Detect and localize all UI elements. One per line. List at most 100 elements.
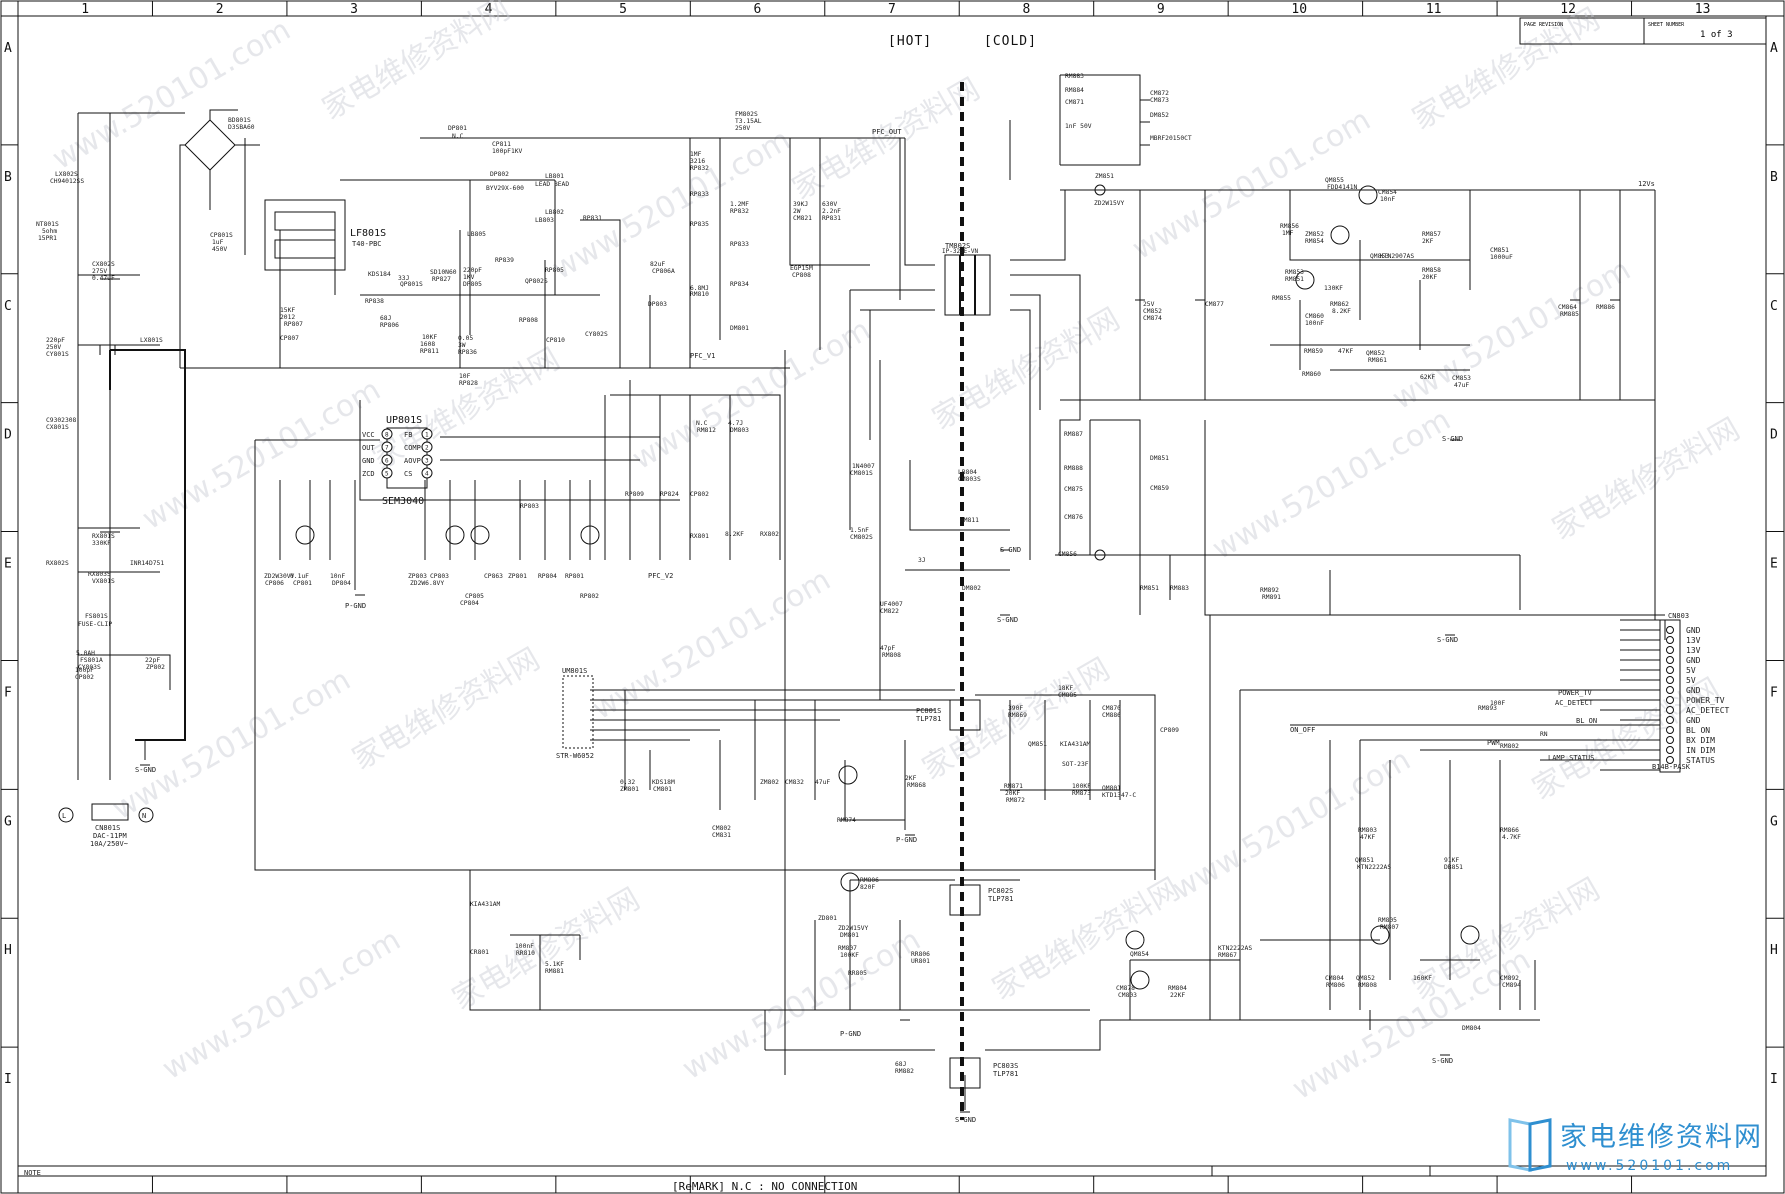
signal-bl-on: BL_ON	[1576, 717, 1597, 725]
watermark-text: www.520101.com	[1207, 402, 1457, 567]
component-ref-label: CM832	[785, 779, 804, 786]
signal-power-tv: POWER_TV	[1558, 689, 1593, 697]
component-ref-label: RM857	[1422, 231, 1441, 238]
ruler-col-label: 4	[485, 2, 493, 17]
component-ref-label: CP801	[293, 580, 312, 587]
component-ref-label: 130KF	[1324, 285, 1343, 292]
component-ref-label: KTN2222AS	[1357, 864, 1391, 871]
component-ref-label: ZD2W30VY	[264, 573, 295, 580]
ruler-row-label: F	[1770, 685, 1778, 700]
component-ref-label: CX802S	[92, 261, 115, 268]
component-ref-label: RP828	[459, 380, 478, 387]
component-ref-label: RP802	[580, 593, 599, 600]
component-ref-label: CP810	[546, 337, 565, 344]
signal-pwm: PWM	[1487, 739, 1500, 747]
component-ref-label: RM853	[1285, 269, 1304, 276]
component-ref-label: RP839	[495, 257, 514, 264]
component-ref-label: ZM801	[620, 786, 639, 793]
watermark-text: www.520101.com	[1287, 942, 1537, 1107]
up801s-pin-num: 7	[385, 445, 389, 452]
page-revision-label: PAGE REVISION	[1524, 22, 1563, 28]
component-ref-label: C9302308	[46, 417, 77, 424]
component-ref-label: CM821	[793, 215, 812, 222]
up801s-pin-num: 8	[385, 432, 389, 439]
component-ref-label: BD801S	[228, 117, 251, 124]
component-ref-label: CM851	[1490, 247, 1509, 254]
component-ref-label: QM851	[1028, 741, 1047, 748]
book-icon	[1508, 1118, 1552, 1172]
component-ref-label: DP805	[463, 281, 482, 288]
up801s-pin-num: 3	[425, 458, 429, 465]
component-ref-label: CP803	[430, 573, 449, 580]
signal-pfc-out: PFC_OUT	[872, 128, 902, 136]
component-ref-label: 1nF 50V	[1065, 123, 1092, 130]
cn803-pin	[1666, 686, 1674, 694]
component-ref-label: RM867	[1218, 952, 1237, 959]
cn803-pin	[1666, 636, 1674, 644]
component-ref-label: RP835	[690, 221, 709, 228]
up801s-name: UP801S	[386, 415, 422, 426]
cn803-pin	[1666, 716, 1674, 724]
hot-label: [HOT]	[888, 34, 932, 49]
component-ref-label: RP807	[284, 321, 303, 328]
component-ref-label: RM851	[1285, 276, 1304, 283]
watermark-text: 家电维修资料网	[787, 72, 986, 207]
ground-pgnd-2: P-GND	[896, 836, 917, 844]
ruler-col-label: 1	[81, 2, 89, 17]
cn803-pin-label: AC_DETECT	[1686, 706, 1730, 715]
component-ref-label: 1MF	[690, 151, 702, 158]
note-label: NOTE	[24, 1169, 41, 1177]
signal-lamp-status: LAMP_STATUS	[1548, 754, 1594, 762]
component-ref-label: RP805	[545, 267, 564, 274]
component-ref-label: QM801	[1102, 785, 1121, 792]
logo-text: 家电维修资料网	[1560, 1122, 1763, 1153]
component-ref-label: DM802	[962, 585, 981, 592]
component-ref-label: 3216	[690, 158, 705, 165]
ruler-row-label: D	[1770, 428, 1778, 443]
component-ref-label: 5.0AH	[76, 650, 95, 657]
component-ref-label: RX801S	[92, 533, 115, 540]
component-ref-label: CM877	[1205, 301, 1224, 308]
component-ref-label: 47uF	[1454, 382, 1469, 389]
component-ref-label: CM854	[1378, 189, 1397, 196]
component-ref-label: RM874	[837, 817, 856, 824]
component-ref-label: RM808	[1358, 982, 1377, 989]
component-ref-label: 1.5nF	[850, 527, 869, 534]
component-ref-label: 39KJ	[793, 201, 808, 208]
component-ref-label: 0.47uF	[92, 275, 115, 282]
component-ref-label: 630V	[822, 201, 837, 208]
pc802s-part: TLP781	[988, 895, 1013, 903]
title-block: PAGE REVISION SHEET NUMBER 1 of 3	[1519, 17, 1767, 45]
ruler-row-label: H	[1770, 943, 1778, 958]
component-ref-label: 100F	[1490, 700, 1505, 707]
component-ref-label: QM852	[1366, 350, 1385, 357]
component-ref-label: DM852	[1150, 112, 1169, 119]
component-ref-label: RR806	[911, 951, 930, 958]
cn803-pin	[1666, 656, 1674, 664]
component-ref-label: RM855	[1272, 295, 1291, 302]
component-ref-label: 10nF	[1380, 196, 1395, 203]
up801s-pin-num: 2	[425, 445, 429, 452]
component-ref-label: 3W	[458, 342, 466, 349]
up801s-pin	[381, 454, 393, 466]
component-ref-label: QP802S	[525, 278, 548, 285]
component-ref-label: RX801	[690, 533, 709, 540]
component-ref-label: 250V	[735, 125, 750, 132]
component-ref-label: 1608	[420, 341, 435, 348]
tm802s-part: IP-32SE-VN	[942, 248, 979, 255]
component-ref-label: CP804	[460, 600, 479, 607]
component-ref-label: FM802S	[735, 111, 758, 118]
component-ref-label: 33J	[398, 275, 409, 282]
up801s-pin-label: CS	[404, 470, 412, 478]
component-ref-label: RP834	[730, 281, 749, 288]
component-ref-label: RM808	[882, 652, 901, 659]
component-ref-label: RM887	[1064, 431, 1083, 438]
component-ref-label: CY801S	[46, 351, 69, 358]
component-ref-label: RM884	[1065, 87, 1084, 94]
component-ref-label: RN	[1540, 731, 1548, 738]
component-ref-label: 20KF	[1422, 274, 1437, 281]
ruler-col-label: 12	[1560, 2, 1576, 17]
component-ref-label: CM871	[1065, 99, 1084, 106]
up801s-pin-label: OUT	[362, 444, 375, 452]
